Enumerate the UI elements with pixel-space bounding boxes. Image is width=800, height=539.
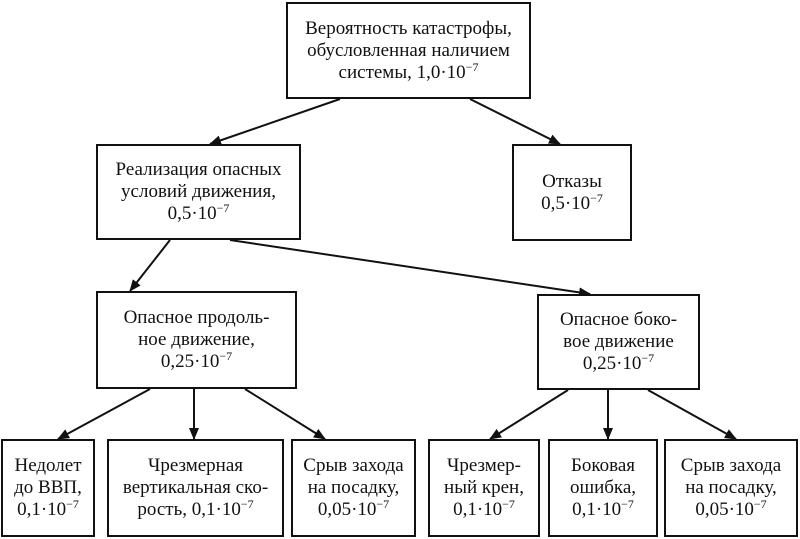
probability-exponent: −7: [376, 497, 390, 511]
node-text-line: Боковая: [570, 455, 636, 476]
probability-exponent: −7: [219, 349, 233, 363]
arrow-longitudinal-to-undershoot: [57, 388, 151, 440]
node-text-line: на посадку,: [685, 477, 777, 498]
probability-exponent: −7: [641, 351, 655, 365]
node-probability: 0,5·10−7: [167, 201, 230, 225]
node-text-line: Вероятность катастрофы,: [305, 17, 512, 39]
probability-exponent: −7: [590, 190, 603, 205]
node-probability: рость, 0,1·10−7: [137, 497, 254, 521]
node-missed-approach-lateral: Срыв захода на посадку, 0,05·10−7: [664, 439, 798, 537]
arrow-root-to-failures: [469, 98, 561, 145]
probability-exponent: −7: [621, 497, 634, 511]
node-probability: 0,1·10−7: [17, 497, 79, 521]
node-text-line: ное движение,: [138, 329, 255, 350]
probability-mantissa: 0,25·10: [582, 353, 642, 374]
node-text-line: обусловленная наличием: [307, 39, 510, 61]
node-probability: 0,5·10−7: [541, 190, 603, 215]
arrow-longitudinal-to-miss-long: [244, 388, 326, 440]
node-text-line: вертикальная ско-: [122, 477, 269, 498]
node-probability: 0,05·10−7: [695, 497, 767, 521]
node-text-line: Опасное продоль-: [123, 307, 270, 328]
node-text-line: условий движения,: [121, 181, 276, 202]
node-undershoot: Недолет до ВВП, 0,1·10−7: [1, 439, 95, 537]
node-text-line: Отказы: [542, 170, 602, 192]
node-text-line: вое движение: [563, 331, 674, 352]
node-text-line: Срыв захода: [680, 455, 782, 476]
probability-mantissa: 0,1·10: [572, 499, 622, 520]
probability-mantissa: 0,05·10: [695, 499, 754, 520]
probability-exponent: −7: [465, 59, 479, 74]
arrow-root-to-hazard: [209, 98, 341, 146]
probability-mantissa: рость, 0,1·10: [137, 499, 241, 520]
probability-exponent: −7: [216, 201, 230, 215]
node-text-line: до ВВП,: [14, 477, 82, 498]
probability-mantissa: 0,1·10: [17, 499, 67, 520]
arrow-hazard-to-longitudinal: [129, 239, 171, 292]
probability-mantissa: системы, 1,0·10: [338, 61, 466, 83]
probability-mantissa: 0,1·10: [453, 499, 503, 520]
node-vertical-speed: Чрезмерная вертикальная ско- рость, 0,1·…: [107, 439, 284, 537]
node-text-line: на посадку,: [307, 477, 400, 498]
probability-mantissa: 0,25·10: [160, 351, 220, 372]
node-probability: 0,25·10−7: [582, 351, 655, 375]
probability-mantissa: 0,5·10: [541, 192, 591, 214]
node-text-line: ный крен,: [444, 477, 524, 498]
node-catastrophe-probability: Вероятность катастрофы, обусловленная на…: [286, 2, 531, 99]
node-text-line: Чрезмер-: [446, 455, 522, 476]
node-probability: 0,1·10−7: [572, 497, 634, 521]
node-text-line: Реализация опасных: [115, 159, 282, 180]
node-excessive-bank: Чрезмер- ный крен, 0,1·10−7: [428, 439, 540, 537]
probability-exponent: −7: [66, 497, 79, 511]
probability-mantissa: 0,05·10: [317, 499, 377, 520]
node-lateral-motion: Опасное боко- вое движение 0,25·10−7: [537, 294, 700, 390]
node-probability: 0,1·10−7: [453, 497, 515, 521]
node-hazardous-conditions: Реализация опасных условий движения, 0,5…: [96, 144, 301, 240]
node-text-line: Срыв захода: [303, 455, 404, 476]
node-failures: Отказы 0,5·10−7: [512, 144, 632, 241]
node-lateral-error: Боковая ошибка, 0,1·10−7: [548, 439, 658, 537]
node-longitudinal-motion: Опасное продоль- ное движение, 0,25·10−7: [96, 291, 297, 389]
node-text-line: Чрезмерная: [147, 455, 244, 476]
node-missed-approach-longitudinal: Срыв захода на посадку, 0,05·10−7: [291, 439, 416, 537]
node-probability: 0,05·10−7: [317, 497, 390, 521]
arrow-lateral-to-bank: [489, 389, 569, 440]
node-probability: 0,25·10−7: [160, 349, 233, 373]
node-text-line: Недолет: [14, 455, 82, 476]
probability-exponent: −7: [502, 497, 515, 511]
arrow-hazard-to-lateral: [229, 239, 591, 298]
node-probability: системы, 1,0·10−7: [338, 59, 479, 84]
node-text-line: Опасное боко-: [559, 309, 678, 330]
arrow-lateral-to-miss-lat: [647, 389, 737, 440]
probability-mantissa: 0,5·10: [167, 203, 217, 224]
probability-exponent: −7: [753, 497, 767, 511]
node-text-line: ошибка,: [569, 477, 637, 498]
probability-exponent: −7: [240, 497, 254, 511]
